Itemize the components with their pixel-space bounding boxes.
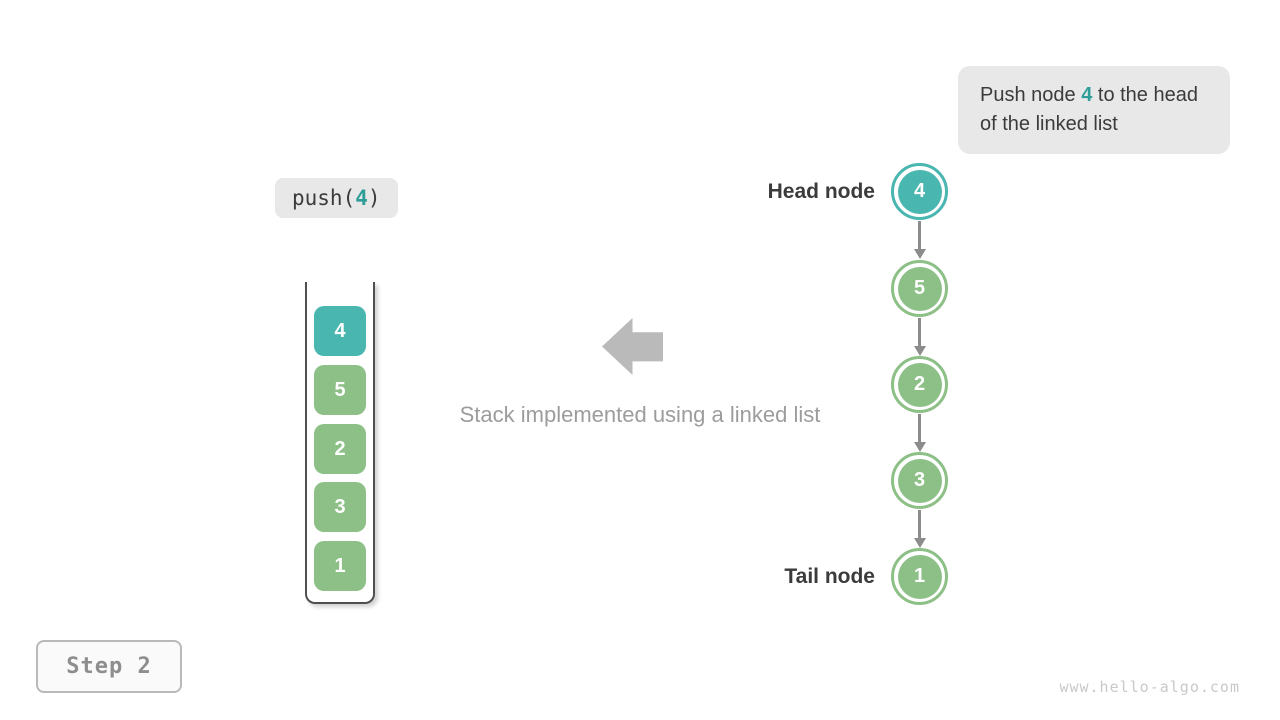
list-node-value: 5 <box>897 266 942 311</box>
tail-node-label: Tail node <box>784 565 875 588</box>
arrow-down-icon <box>913 510 926 548</box>
arrow-shaft <box>918 510 921 538</box>
stack-item-value: 2 <box>334 437 346 460</box>
stack-item-value: 4 <box>334 319 346 342</box>
arrow-head <box>913 249 926 259</box>
list-node-value: 1 <box>897 554 942 599</box>
stack-item-value: 5 <box>334 378 346 401</box>
list-node: 5 <box>891 260 948 317</box>
stack-container: 4 5 2 3 1 <box>305 282 375 604</box>
list-node-value: 2 <box>897 362 942 407</box>
list-node-value: 4 <box>897 169 942 214</box>
arrow-head <box>913 346 926 356</box>
list-node: 3 <box>891 452 948 509</box>
push-annotation: Push node 4 to the head of the linked li… <box>958 66 1230 154</box>
list-node-head: 4 <box>891 163 948 220</box>
stack-item-top: 4 <box>314 306 366 356</box>
arrow-head <box>913 538 926 548</box>
arrow-head <box>913 442 926 452</box>
annotation-text-suffix: to the head of the linked list <box>980 84 1198 135</box>
annotation-text-prefix: Push node <box>980 84 1082 106</box>
push-operation-label: push(4) <box>275 178 398 218</box>
arrow-down-icon <box>913 414 926 452</box>
stack-item-value: 3 <box>334 495 346 518</box>
arrow-down-icon <box>913 221 926 259</box>
operation-highlight-value: 4 <box>355 186 368 210</box>
arrow-shaft <box>918 414 921 442</box>
left-arrow-icon <box>602 318 663 375</box>
step-label: Step 2 <box>66 654 152 679</box>
stack-item-bottom: 1 <box>314 541 366 591</box>
stack-item: 5 <box>314 365 366 415</box>
step-badge: Step 2 <box>36 640 182 693</box>
list-node-tail: 1 <box>891 548 948 605</box>
head-node-label: Head node <box>767 180 875 203</box>
stack-item: 3 <box>314 482 366 532</box>
arrow-shaft <box>918 221 921 249</box>
site-watermark: www.hello-algo.com <box>1059 678 1240 696</box>
annotation-highlight-value: 4 <box>1081 84 1093 106</box>
arrow-down-icon <box>913 318 926 356</box>
operation-text-suffix: ) <box>367 186 381 210</box>
arrow-shaft <box>918 318 921 346</box>
diagram-caption: Stack implemented using a linked list <box>459 402 821 427</box>
operation-text-prefix: push( <box>292 186 356 210</box>
stack-item: 2 <box>314 424 366 474</box>
list-node: 2 <box>891 356 948 413</box>
list-node-value: 3 <box>897 458 942 503</box>
stack-item-value: 1 <box>334 554 346 577</box>
